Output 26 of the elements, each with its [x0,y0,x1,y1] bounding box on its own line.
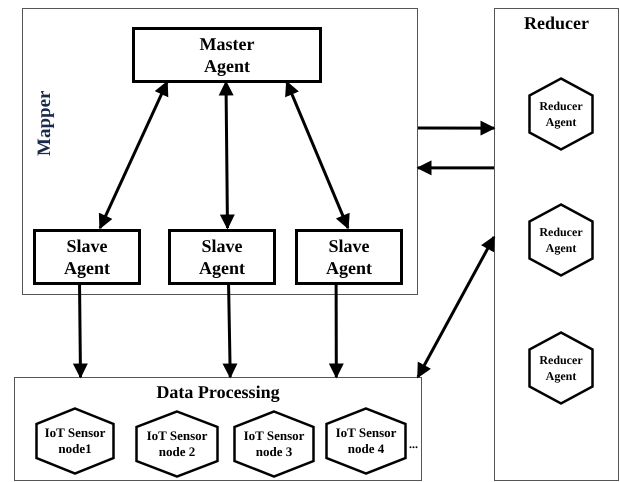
hexagon-node: IoT Sensor node 3 [233,410,315,478]
panel-title: Mapper [32,90,56,156]
group-panel [14,377,422,481]
agent-box: Slave Agent [295,229,403,285]
group-panel [494,8,619,481]
hexagon-node: IoT Sensor node1 [35,407,115,475]
panel-title: Data Processing [156,381,280,403]
arrow [72,284,88,378]
arrow [285,80,350,230]
arrow [416,236,496,378]
arrow [418,120,496,136]
hexagon-node: Reducer Agent [528,203,594,277]
hexagon-node: IoT Sensor node 2 [135,410,219,478]
ellipsis-text: ... [409,437,418,451]
arrow [98,80,168,230]
arrow [416,160,494,176]
agent-box: Master Agent [132,27,322,83]
hexagon-node: Reducer Agent [528,331,594,405]
mapper-panel [22,8,418,295]
arrow [328,284,344,378]
arrow [222,284,238,378]
panel-title: Reducer [524,12,589,34]
hexagon-node: Reducer Agent [528,77,594,151]
arrow [218,80,235,230]
agent-box: Slave Agent [33,229,141,285]
agent-box: Slave Agent [168,229,276,285]
